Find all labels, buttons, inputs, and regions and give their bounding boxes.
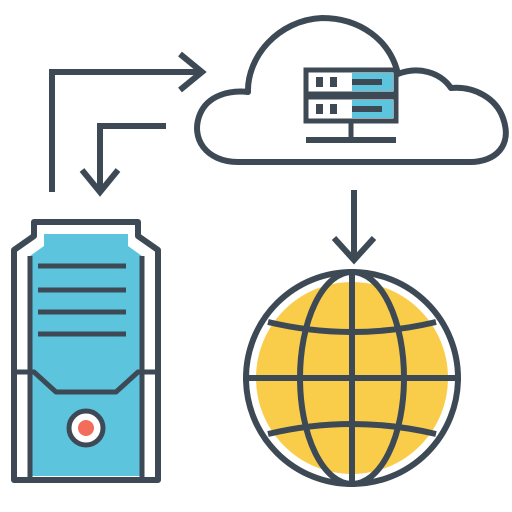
cloud-icon bbox=[194, 15, 509, 165]
arrow-cloud-to-tower-line bbox=[97, 123, 166, 190]
server-unit-top-led bbox=[316, 77, 323, 87]
server-unit-top-led-2 bbox=[330, 77, 337, 87]
server-unit-bottom-led-2 bbox=[330, 104, 337, 114]
tower-body-fill bbox=[30, 234, 142, 476]
server-unit-top-slot bbox=[352, 79, 382, 85]
server-unit-bottom-led bbox=[316, 104, 323, 114]
globe-latitude-north bbox=[267, 319, 437, 335]
server-unit-bottom-slot bbox=[352, 106, 382, 112]
arrow-cloud-to-globe-head bbox=[331, 235, 377, 265]
power-button-core bbox=[78, 420, 94, 436]
arrow-right-icon bbox=[49, 51, 207, 192]
arrow-tower-to-cloud-head bbox=[178, 51, 207, 93]
arrow-cloud-to-tower-head bbox=[79, 168, 121, 197]
globe-icon bbox=[243, 269, 461, 487]
desktop-tower-icon bbox=[11, 219, 161, 483]
globe-latitude-south bbox=[267, 421, 437, 437]
arrow-down-icon bbox=[331, 190, 377, 265]
arrow-tower-to-cloud-line bbox=[49, 69, 200, 192]
arrow-down-icon bbox=[79, 123, 166, 197]
tower-panel-divider bbox=[14, 369, 158, 395]
cloud-server-icon bbox=[303, 67, 399, 143]
